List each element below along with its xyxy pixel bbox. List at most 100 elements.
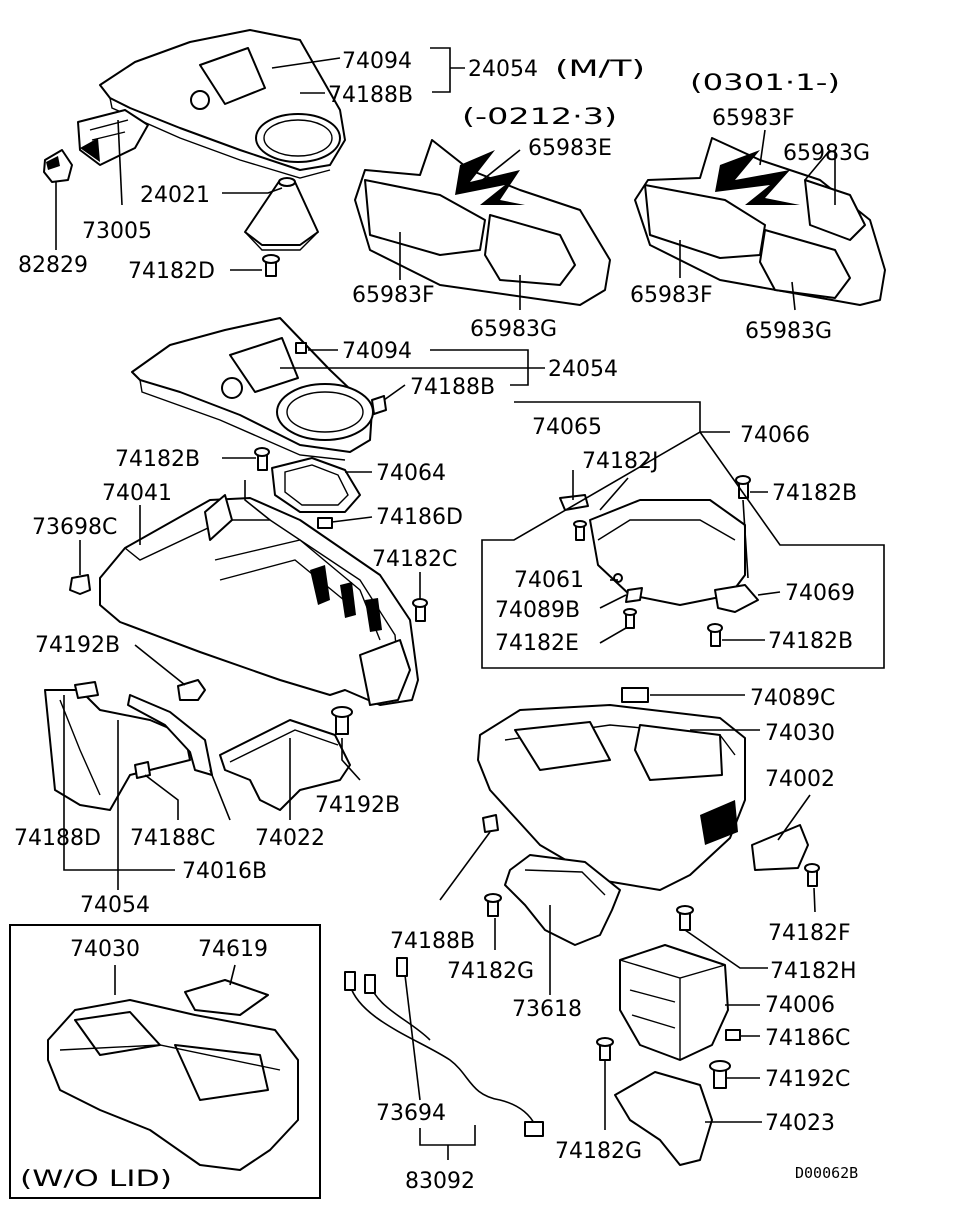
screw-74182B-a-drawing xyxy=(254,447,270,471)
plug-74002-drawing xyxy=(751,824,809,871)
label-74182G-a: 74182G xyxy=(447,959,534,984)
panel-set-late-drawing xyxy=(634,137,886,306)
leader-lines xyxy=(55,47,885,1160)
screw-74182B-c-drawing xyxy=(707,623,723,647)
screw-74182G-a-drawing xyxy=(484,893,502,917)
rear-console-inset-drawing xyxy=(47,979,299,1171)
clip-73698C-drawing xyxy=(69,574,91,595)
screw-74182J-drawing xyxy=(573,520,587,541)
label-83092: 83092 xyxy=(405,1169,475,1194)
label-74089B: 74089B xyxy=(495,598,580,623)
label-74065: 74065 xyxy=(532,415,602,440)
note-mt: (M/T) xyxy=(555,57,645,82)
label-74066: 74066 xyxy=(740,423,810,448)
bracket-74022-drawing xyxy=(219,719,351,811)
label-74188C: 74188C xyxy=(130,826,215,851)
center-panel-drawing xyxy=(131,317,387,461)
label-74023: 74023 xyxy=(765,1111,835,1136)
bolt-74192B-b-drawing xyxy=(331,706,353,735)
switch-73005-drawing xyxy=(77,109,149,166)
label-65983F-b-bot: 65983F xyxy=(630,283,713,308)
label-65983G-b-bot: 65983G xyxy=(745,319,832,344)
center-panel-mt-drawing xyxy=(99,29,346,179)
screw-74182G-b-drawing xyxy=(596,1037,614,1061)
rear-console-74030-drawing xyxy=(477,687,746,891)
label-65983G-a: 65983G xyxy=(470,317,557,342)
label-74030-inset: 74030 xyxy=(70,937,140,962)
label-74016B: 74016B xyxy=(182,859,267,884)
bracket-74023-drawing xyxy=(614,1071,713,1166)
plug-82829-drawing xyxy=(43,149,73,183)
label-74061: 74061 xyxy=(514,568,584,593)
label-74188B-top: 74188B xyxy=(328,83,413,108)
shift-boot-24021-drawing xyxy=(244,177,319,251)
label-73698C: 73698C xyxy=(32,515,117,540)
label-74182B-c: 74182B xyxy=(768,629,853,654)
label-74094-top: 74094 xyxy=(342,49,412,74)
label-74041: 74041 xyxy=(102,481,172,506)
label-74192C: 74192C xyxy=(765,1067,850,1092)
harness-73694-drawing xyxy=(344,957,544,1137)
label-74030-main: 74030 xyxy=(765,721,835,746)
label-74619: 74619 xyxy=(198,937,268,962)
bezel-74064-drawing xyxy=(271,457,361,513)
label-74064: 74064 xyxy=(376,461,446,486)
label-65983F-a: 65983F xyxy=(352,283,435,308)
label-73618: 73618 xyxy=(512,997,582,1022)
floor-console-74041-drawing xyxy=(99,494,419,706)
screw-74182H-drawing xyxy=(676,905,694,931)
label-74182H: 74182H xyxy=(770,959,857,984)
armrest-lid-74066-drawing xyxy=(559,494,759,613)
label-74186D: 74186D xyxy=(376,505,463,530)
clip-74188B-b-drawing xyxy=(482,814,499,833)
screw-74182B-b-drawing xyxy=(735,475,751,499)
label-74188B-mid: 74188B xyxy=(410,375,495,400)
label-74186C: 74186C xyxy=(765,1026,850,1051)
label-74006: 74006 xyxy=(765,993,835,1018)
screw-74182F-drawing xyxy=(804,863,820,887)
label-74182F: 74182F xyxy=(768,921,851,946)
label-82829: 82829 xyxy=(18,253,88,278)
inset-frame xyxy=(9,924,321,1199)
panel-set-early-drawing xyxy=(354,139,611,306)
label-74188B-bot: 74188B xyxy=(390,929,475,954)
label-73005: 73005 xyxy=(82,219,152,244)
label-74192B-b: 74192B xyxy=(315,793,400,818)
label-74182J: 74182J xyxy=(582,449,658,474)
label-74069: 74069 xyxy=(785,581,855,606)
label-74002: 74002 xyxy=(765,767,835,792)
label-65983F-b-top: 65983F xyxy=(712,106,795,131)
label-74188D: 74188D xyxy=(14,826,101,851)
label-73694: 73694 xyxy=(376,1101,446,1126)
cup-holder-73618-drawing xyxy=(504,854,621,946)
screw-74182E-drawing xyxy=(623,608,637,629)
note-range-a: (-0212·3) xyxy=(462,105,617,130)
label-74094-mid: 74094 xyxy=(342,339,412,364)
label-74182B-b: 74182B xyxy=(772,481,857,506)
label-74089C: 74089C xyxy=(750,686,835,711)
note-wo-lid: (W/O LID) xyxy=(20,1167,172,1192)
labels: 74094 24054 (M/T) 74188B (-0212·3) (0301… xyxy=(14,49,870,1194)
bolt-74192C-drawing xyxy=(709,1060,731,1089)
label-74192B-a: 74192B xyxy=(35,633,120,658)
clip-74186C-drawing xyxy=(725,1029,741,1041)
clip-74186D-drawing xyxy=(317,517,333,529)
label-74182D: 74182D xyxy=(128,259,215,284)
screw-74182C-drawing xyxy=(412,598,428,622)
screw-74182D-drawing xyxy=(262,254,280,277)
label-74022: 74022 xyxy=(255,826,325,851)
label-65983E: 65983E xyxy=(528,136,612,161)
label-74182E: 74182E xyxy=(495,631,579,656)
label-74182G-b: 74182G xyxy=(555,1139,642,1164)
bracket-74006-drawing xyxy=(619,944,729,1061)
label-65983G-b-top: 65983G xyxy=(783,141,870,166)
drawing-code: D00062B xyxy=(795,1164,858,1182)
label-24054-top: 24054 xyxy=(468,57,538,82)
label-74182B-a: 74182B xyxy=(115,447,200,472)
label-74054: 74054 xyxy=(80,893,150,918)
label-24021: 24021 xyxy=(140,183,210,208)
label-74182C: 74182C xyxy=(372,547,457,572)
label-24054-mid: 24054 xyxy=(548,357,618,382)
bracket-74016B-drawing xyxy=(127,694,213,776)
